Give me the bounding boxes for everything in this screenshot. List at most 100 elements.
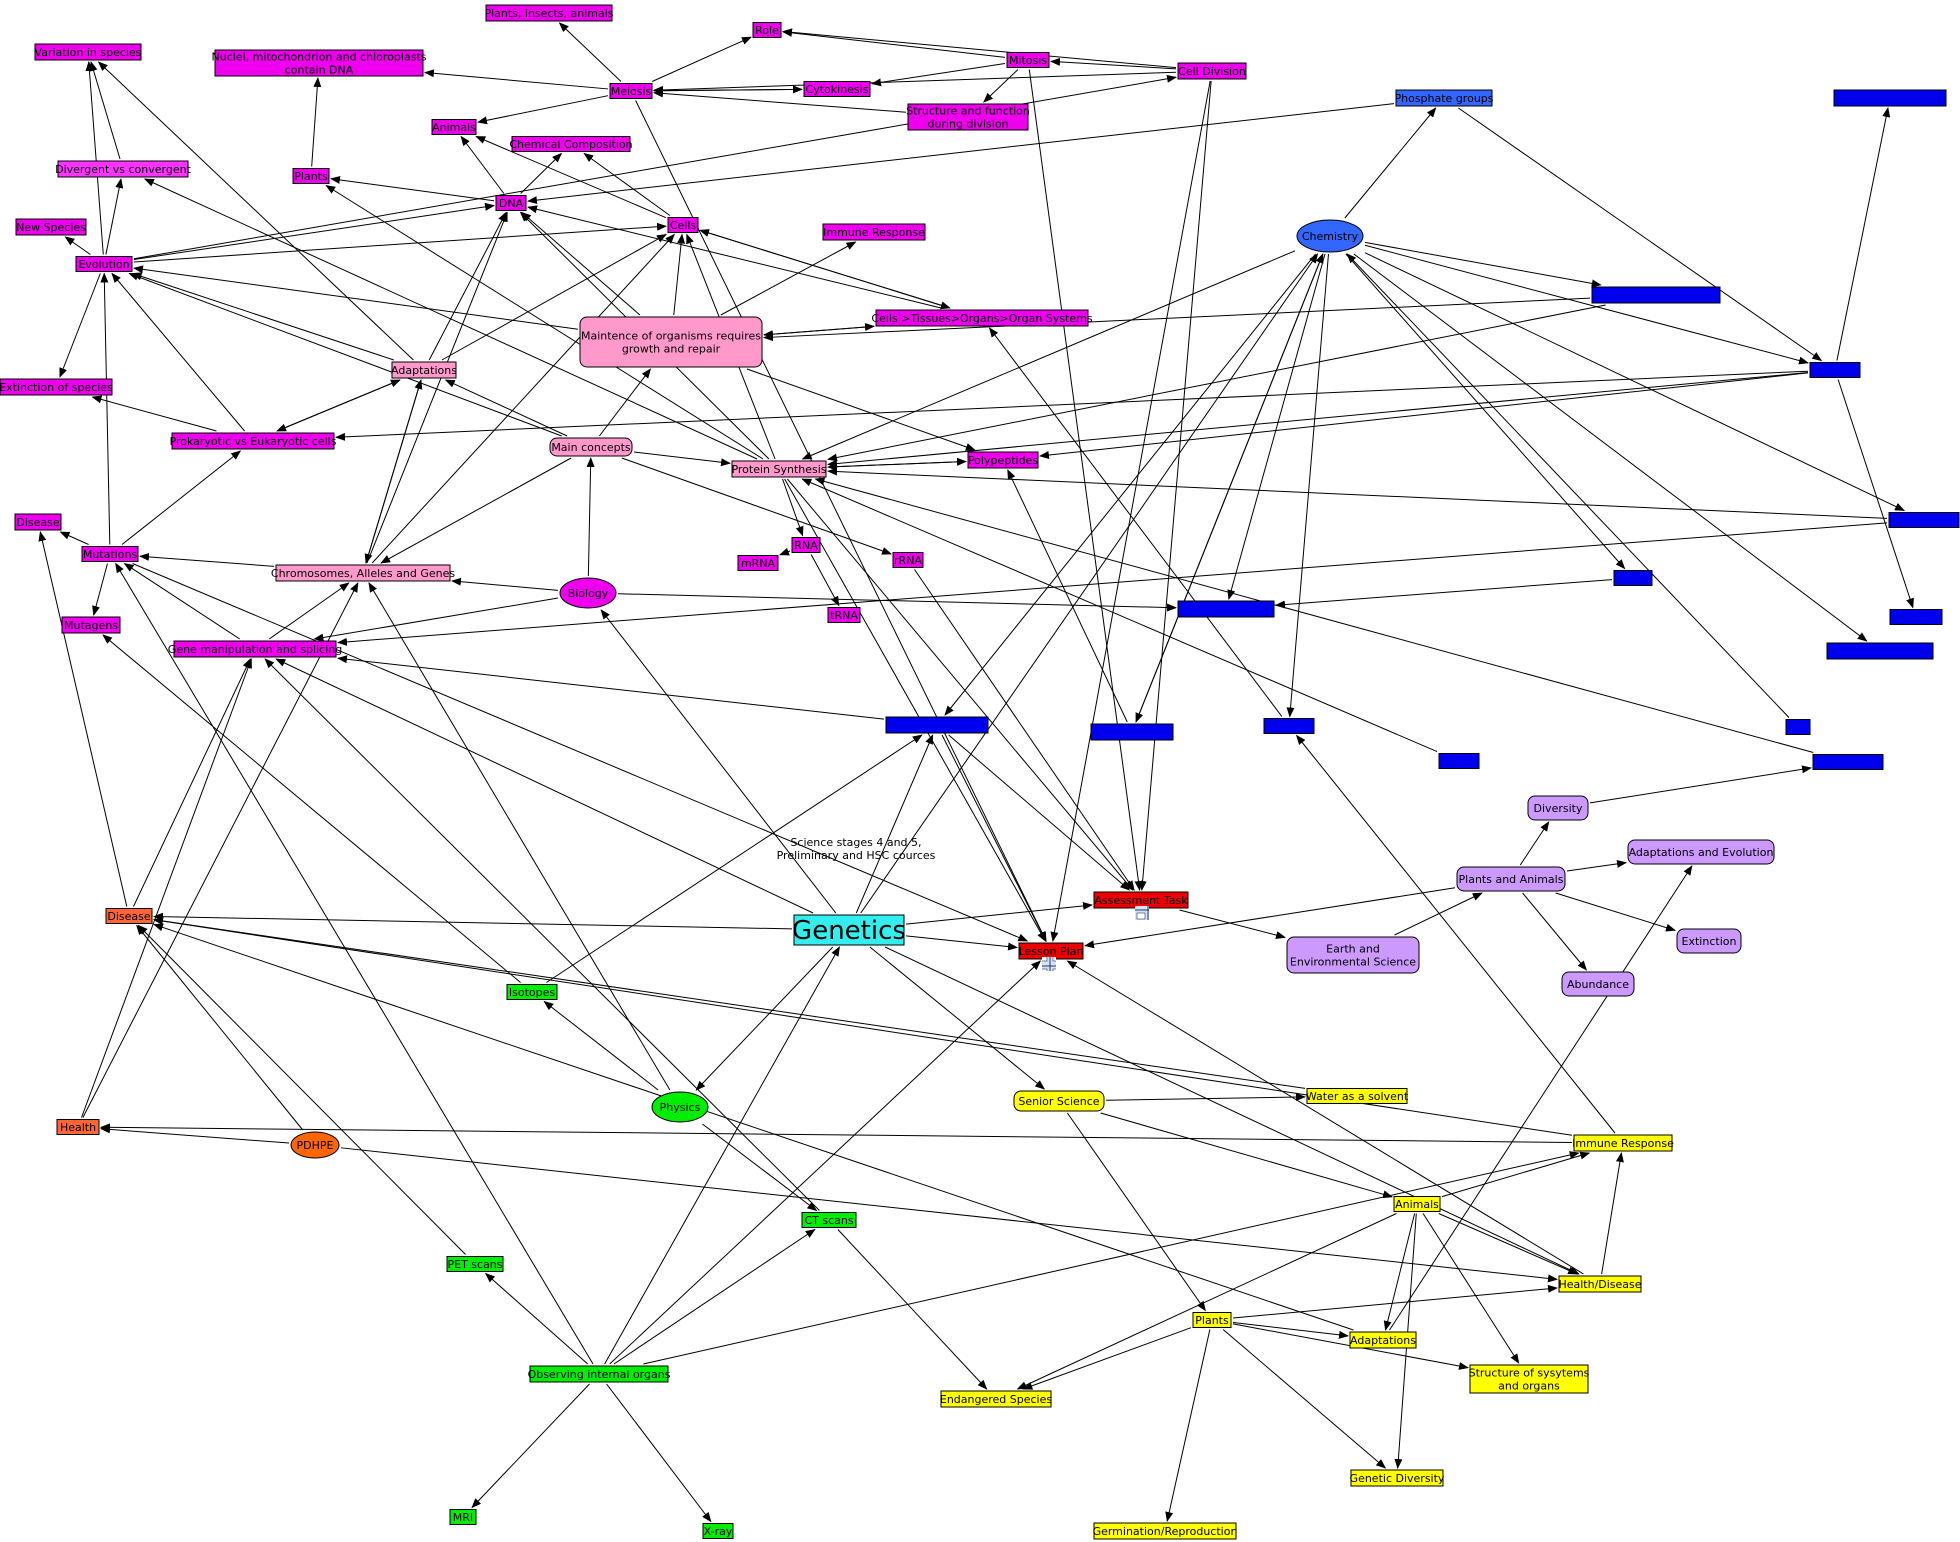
node-chromosomes[interactable]: Chromosomes, Alleles and Genes — [271, 564, 455, 582]
node-plants-insects[interactable]: Plants, insects, animals — [484, 4, 614, 22]
node-biology[interactable]: Biology — [559, 577, 617, 609]
node-animals-b[interactable]: Animals — [431, 119, 477, 135]
node-blue-tr[interactable] — [1833, 89, 1947, 107]
node-shape — [1826, 642, 1934, 660]
node-mutagens[interactable]: Mutagens — [61, 616, 121, 634]
node-cells-tissues[interactable]: Cells >Tissues>Organs>Organ Systems — [871, 309, 1093, 327]
node-disease-o[interactable]: Disease — [105, 908, 153, 924]
node-blue-c2[interactable] — [1090, 723, 1174, 741]
node-shape — [56, 1119, 100, 1135]
edge-evolution-to-divergent — [105, 178, 124, 255]
node-new-species[interactable]: New Species — [15, 218, 87, 236]
node-adaptations-y[interactable]: Adaptations — [1349, 1331, 1417, 1349]
node-dna[interactable]: DNA — [495, 195, 527, 211]
node-protein-synth[interactable]: Protein Synthesis — [731, 460, 827, 478]
node-rrna[interactable]: rRNA — [892, 552, 924, 568]
node-physics[interactable]: Physics — [651, 1091, 709, 1123]
node-shape — [1263, 718, 1315, 734]
node-blue-mid[interactable] — [1591, 286, 1721, 304]
node-blue-c6[interactable] — [1438, 753, 1480, 769]
assessment-doc-icon[interactable] — [1135, 906, 1149, 920]
node-cells[interactable]: Cells — [667, 217, 699, 233]
node-variation[interactable]: Variation in species — [34, 43, 142, 61]
node-shape — [875, 309, 1089, 327]
node-blue-r4[interactable] — [1826, 642, 1934, 660]
node-pet-scans[interactable]: PET scans — [446, 1256, 504, 1272]
node-cytokinesis[interactable]: Cytokinesis — [803, 81, 871, 97]
node-water[interactable]: Water as a solvent — [1306, 1088, 1409, 1104]
node-diversity[interactable]: Diversity — [1527, 795, 1589, 821]
node-immune-b[interactable]: Immune Response — [822, 223, 926, 241]
node-cell-division[interactable]: Cell Division — [1177, 62, 1247, 80]
node-assessment[interactable]: Assessment Task — [1093, 891, 1189, 909]
node-mrna[interactable]: mRNA — [737, 555, 779, 571]
node-extinction-b[interactable]: Extinction of species — [0, 378, 113, 396]
node-role[interactable]: Role — [752, 22, 782, 38]
node-evolution[interactable]: Evolution — [75, 256, 133, 272]
node-plants-y[interactable]: Plants — [1192, 1312, 1232, 1328]
node-pdhpe[interactable]: PDHPE — [290, 1131, 340, 1159]
node-immune-y[interactable]: Immune Response — [1572, 1134, 1674, 1152]
node-gene-manip[interactable]: Gene manipulation and splicing — [168, 640, 342, 658]
node-ct-scans[interactable]: CT scans — [801, 1212, 857, 1228]
node-mri[interactable]: MRI — [449, 1509, 477, 1525]
node-genetics[interactable]: Genetics — [792, 914, 906, 946]
node-abundance[interactable]: Abundance — [1561, 971, 1635, 997]
node-chem-comp[interactable]: Chemical Composition — [509, 136, 633, 152]
node-endangered[interactable]: Endangered Species — [940, 1390, 1052, 1408]
node-mutations[interactable]: Mutations — [81, 546, 139, 562]
node-isotopes[interactable]: Isotopes — [506, 984, 558, 1000]
edge-protein-synth-to-lesson-plan — [784, 478, 1046, 942]
node-germination[interactable]: Germination/Reproduction — [1093, 1522, 1238, 1540]
node-adaptations-b[interactable]: Adaptations — [391, 361, 457, 379]
node-genetic-div[interactable]: Genetic Diversity — [1350, 1469, 1445, 1487]
node-shape — [1395, 89, 1493, 107]
node-lesson-plan[interactable]: Lesson Plan — [1018, 942, 1084, 960]
node-animals-y[interactable]: Animals — [1393, 1196, 1441, 1212]
node-chemistry[interactable]: Chemistry — [1296, 219, 1364, 253]
node-health[interactable]: Health — [56, 1119, 100, 1135]
node-plants-animals[interactable]: Plants and Animals — [1456, 866, 1566, 892]
node-phosphate[interactable]: Phosphate groups — [1394, 89, 1494, 107]
node-main-concepts[interactable]: Main concepts — [549, 437, 633, 457]
edge-pdhpe-to-disease-o — [136, 924, 304, 1131]
node-trna[interactable]: tRNA — [827, 607, 861, 623]
node-blue-c7[interactable] — [1785, 719, 1811, 735]
node-shape — [651, 1091, 709, 1123]
node-mitosis[interactable]: Mitosis — [1006, 52, 1050, 68]
edge-observing-to-pet-scans — [484, 1272, 589, 1365]
node-prokaryotic[interactable]: Prokaryotic vs Eukaryotic cells — [170, 432, 337, 450]
node-blue-c1[interactable] — [885, 716, 989, 734]
node-blue-r2[interactable] — [1888, 512, 1960, 528]
lesson-plan-doc-icon[interactable] — [1042, 957, 1056, 971]
node-blue-c3[interactable] — [1177, 600, 1275, 618]
node-plants-b[interactable]: Plants — [292, 168, 330, 184]
node-health-disease[interactable]: Health/Disease — [1558, 1275, 1642, 1293]
node-senior-sci[interactable]: Senior Science — [1013, 1090, 1105, 1112]
node-polypeptides[interactable]: Polypeptides — [967, 451, 1039, 469]
node-disease-b[interactable]: Disease — [14, 513, 62, 531]
node-blue-c4[interactable] — [1263, 718, 1315, 734]
edge-mutations-to-evolution — [100, 272, 111, 545]
node-shape — [1438, 753, 1480, 769]
node-divergent[interactable]: Divergent vs convergent — [55, 160, 192, 178]
edge-blue-mid-to-protein-synth — [827, 304, 1606, 462]
node-blue-r3[interactable] — [1889, 609, 1943, 625]
node-blue-c5[interactable] — [1613, 570, 1653, 586]
node-blue-r1[interactable] — [1809, 362, 1861, 378]
node-xray[interactable]: X-ray — [702, 1523, 734, 1539]
node-adapt-evo[interactable]: Adaptations and Evolution — [1627, 839, 1775, 865]
node-blue-c8[interactable] — [1812, 754, 1884, 770]
edge-meiosis-to-role — [651, 36, 752, 82]
edge-biology-to-gene-manip — [313, 597, 559, 642]
node-meiosis[interactable]: Meiosis — [609, 83, 653, 99]
edge-blue-mid-to-maintenance — [763, 297, 1591, 342]
node-rna[interactable]: RNA — [791, 537, 821, 553]
node-observing[interactable]: Observing internal organs — [528, 1365, 671, 1383]
node-extinction-p[interactable]: Extinction — [1676, 928, 1742, 954]
